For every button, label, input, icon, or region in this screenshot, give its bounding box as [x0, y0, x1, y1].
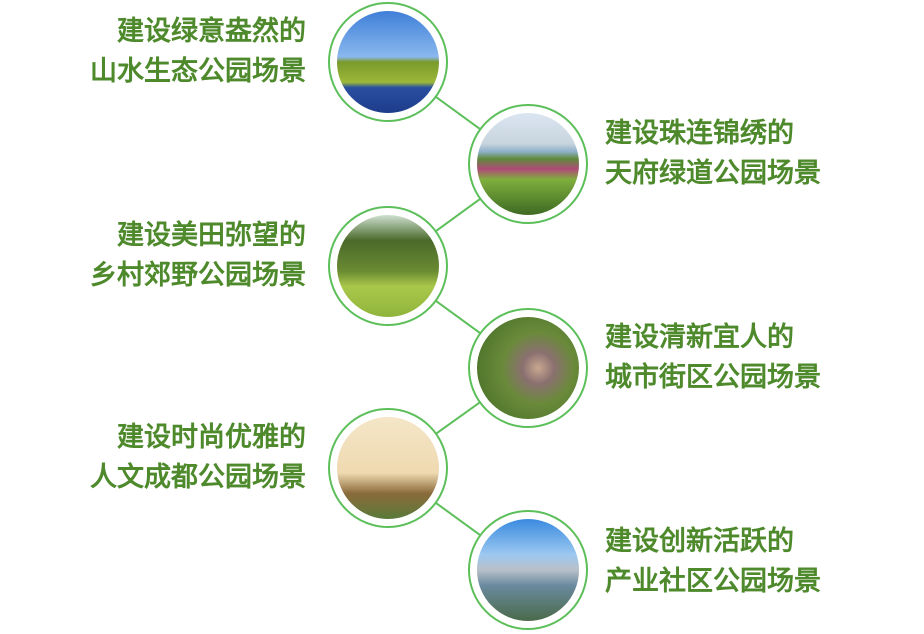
scene-circle-1: [328, 2, 448, 122]
scene-label-4: 建设清新宜人的城市街区公园场景: [605, 322, 821, 393]
scene-label-1: 建设绿意盎然的山水生态公园场景: [90, 16, 306, 87]
scene-circle-3: [328, 206, 448, 326]
wetland-birds-photo: [337, 11, 439, 113]
street-park-family-photo: [477, 317, 579, 419]
countryside-picnic-photo: [337, 215, 439, 317]
scene-circle-2: [468, 104, 588, 224]
scene-label-6: 建设创新活跃的产业社区公园场景: [605, 526, 821, 597]
scene-circle-6: [468, 510, 588, 630]
scene-label-3: 建设美田弥望的乡村郊野公园场景: [90, 220, 306, 291]
greenway-park-photo: [477, 113, 579, 215]
scene-circle-4: [468, 308, 588, 428]
scene-circle-5: [328, 408, 448, 528]
industry-community-photo: [477, 519, 579, 621]
scene-label-2: 建设珠连锦绣的天府绿道公园场景: [605, 118, 821, 189]
scene-label-5: 建设时尚优雅的人文成都公园场景: [90, 422, 306, 493]
tianfu-culture-photo: [337, 417, 439, 519]
